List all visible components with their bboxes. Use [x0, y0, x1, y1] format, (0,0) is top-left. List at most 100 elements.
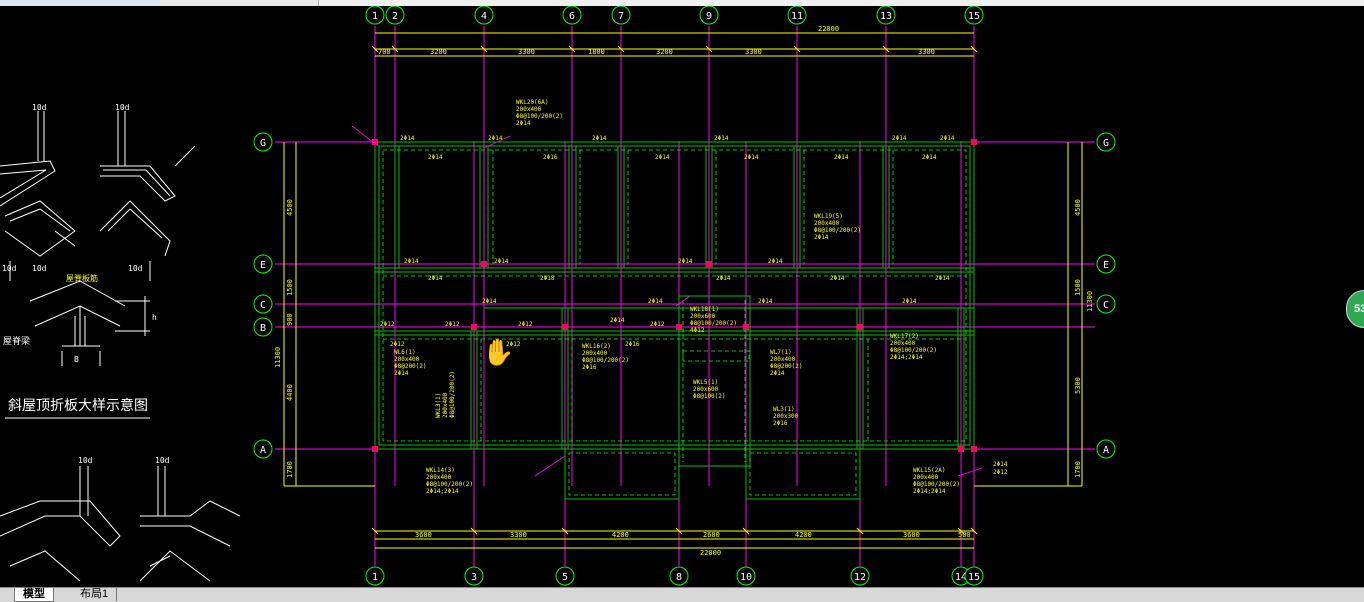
beam-label-b4-line-0: WKL16(2): [582, 343, 611, 350]
svg-text:2Φ12: 2Φ12: [380, 321, 395, 328]
svg-text:2Φ12: 2Φ12: [518, 321, 533, 328]
top-axis-bubble-label: 1: [372, 11, 378, 22]
tab-model[interactable]: 模型: [14, 588, 54, 602]
beam-label-b2-line-3: 4Φ12: [690, 327, 705, 334]
dimension-lines: [283, 32, 1083, 549]
svg-text:h: h: [152, 313, 157, 322]
detail-sketches: [0, 111, 241, 582]
window-title-strip: [0, 0, 1364, 6]
beam-label-b5-line-0: WKL15(2A): [913, 467, 946, 474]
right-axis-bubble-circle: [1096, 254, 1116, 274]
right-dim-5: 1700: [1074, 461, 1082, 478]
beam-label-b8-line-3: 2Φ14: [394, 370, 409, 377]
svg-text:10d: 10d: [2, 264, 17, 273]
left-dim-5: 4400: [286, 384, 294, 401]
top-axis-bubble-circle: [365, 5, 385, 25]
beam-label-b7-line-0: WL7(1): [770, 349, 792, 356]
top-dim-4: 1800: [588, 48, 605, 56]
right-axis-bubble-circle: [1096, 132, 1116, 152]
beam-label-b8-line-2: Φ8@200(2): [394, 363, 427, 370]
top-axis-bubble-label: 9: [706, 11, 712, 22]
leader-lines: [351, 125, 983, 477]
bottom-dim-1: 3600: [415, 531, 432, 539]
pan-hand-cursor-icon: ✋: [482, 338, 515, 368]
right-axis-bubble-label: G: [1103, 138, 1109, 149]
cad-drawing[interactable]: 10d 10d 10d 10d 10d 屋脊板筋 屋脊梁 B h 斜屋顶折板大样…: [0, 5, 1364, 587]
tab-layout1[interactable]: 布局1: [72, 588, 118, 601]
top-axis-bubble-circle: [964, 5, 984, 25]
svg-text:2Φ14: 2Φ14: [935, 275, 950, 282]
right-axis-bubble-label: C: [1103, 300, 1109, 311]
beam-label-b1-line-2: Φ8@100/200(2): [516, 113, 563, 120]
beam-label-b7-line-1: 200x400: [770, 356, 796, 363]
top-axis-bubble-label: 13: [880, 11, 892, 22]
bottom-dim-6: 3600: [903, 531, 920, 539]
toolbar-tab[interactable]: [160, 0, 319, 6]
svg-text:2Φ16: 2Φ16: [543, 154, 558, 161]
layout-tabs-bar: 模型 布局1: [0, 587, 1364, 602]
bottom-axis-bubble-label: 12: [854, 572, 866, 583]
top-axis-bubble-label: 2: [392, 11, 398, 22]
svg-text:2Φ14: 2Φ14: [428, 154, 443, 161]
cad-drawing-canvas[interactable]: 10d 10d 10d 10d 10d 屋脊板筋 屋脊梁 B h 斜屋顶折板大样…: [0, 5, 1364, 587]
svg-text:2Φ12: 2Φ12: [445, 321, 460, 328]
top-axis-bubble-circle: [699, 5, 719, 25]
beam-label-b8-line-1: 200x400: [394, 356, 420, 363]
beam-label-b10-line-3: 2Φ14: [814, 234, 829, 241]
beam-label-b5-line-3: 2Φ14;2Φ14: [913, 488, 946, 495]
top-axis-bubble-label: 11: [791, 11, 803, 22]
bottom-dim-3: 4200: [612, 531, 629, 539]
beam-label-b3-line-2: Φ8@100/200(2): [890, 347, 937, 354]
top-dim-5: 3200: [656, 48, 673, 56]
bottom-axis-bubble-circle: [555, 566, 575, 586]
svg-text:10d: 10d: [128, 264, 143, 273]
beam-label-b9-line-0: WKL3(1): [435, 393, 442, 418]
top-axis-bubble-circle: [787, 5, 807, 25]
beam-label-b10-line-2: Φ8@100/200(2): [814, 227, 861, 234]
svg-text:2Φ14: 2Φ14: [610, 317, 625, 324]
bottom-axis-bubble-circle: [669, 566, 689, 586]
top-axis-bubble-circle: [474, 5, 494, 25]
beam-label-b1-line-1: 200x400: [516, 106, 542, 113]
top-axis-bubble-circle: [562, 5, 582, 25]
svg-text:10d: 10d: [32, 103, 47, 112]
beam-label-b12-line-2: 2Φ16: [773, 420, 788, 427]
svg-text:B: B: [74, 355, 79, 364]
beam-label-b6-line-1: 200x400: [426, 474, 452, 481]
top-axis-bubble-circle: [611, 5, 631, 25]
beam-label-b4-line-3: 2Φ16: [582, 364, 597, 371]
beam-label-b1-line-3: 2Φ14: [516, 120, 531, 127]
svg-text:2Φ14: 2Φ14: [768, 258, 783, 265]
left-axis-bubble-label: C: [260, 300, 266, 311]
left-axis-bubble-circle: [253, 254, 273, 274]
svg-text:2Φ12: 2Φ12: [506, 341, 521, 348]
beam-label-b12-line-0: WL3(1): [773, 406, 795, 413]
svg-text:2Φ14: 2Φ14: [404, 258, 419, 265]
beam-label-b5-line-2: Φ8@100/200(2): [913, 481, 960, 488]
svg-text:2Φ14: 2Φ14: [744, 154, 759, 161]
dimension-texts: 22000 22000 700 3200 3300 1800 3200 3300…: [274, 25, 1094, 557]
beam-label-b8-line-0: WL6(1): [394, 349, 416, 356]
column-markers: [372, 139, 977, 452]
svg-text:屋脊板筋: 屋脊板筋: [66, 273, 98, 283]
beam-label-b2-line-1: 200x600: [690, 313, 716, 320]
top-axis-bubble-label: 4: [481, 11, 487, 22]
left-axis-bubble-circle: [253, 439, 273, 459]
left-axis-bubble-circle: [253, 294, 273, 314]
beam-label-b7-line-3: 2Φ14: [770, 370, 785, 377]
bottom-total-dim: 22000: [700, 549, 721, 557]
svg-text:2Φ14: 2Φ14: [922, 154, 937, 161]
beam-label-b10-line-0: WKL19(5): [814, 213, 843, 220]
beam-label-b6-line-3: 2Φ14;2Φ14: [426, 488, 459, 495]
beam-dashed-outlines: [382, 149, 967, 496]
right-dim-2: 1500: [1074, 279, 1082, 296]
beam-label-b11-line-2: Φ8@100(2): [693, 393, 726, 400]
beam-label-b3-line-0: WKL17(2): [890, 333, 919, 340]
left-dim-1: 4500: [286, 199, 294, 216]
svg-text:2Φ14: 2Φ14: [488, 135, 503, 142]
svg-text:10d: 10d: [32, 264, 47, 273]
left-axis-bubble-label: A: [260, 445, 266, 456]
beam-label-b4-line-2: Φ8@100/200(2): [582, 357, 629, 364]
svg-text:2Φ12: 2Φ12: [650, 321, 665, 328]
